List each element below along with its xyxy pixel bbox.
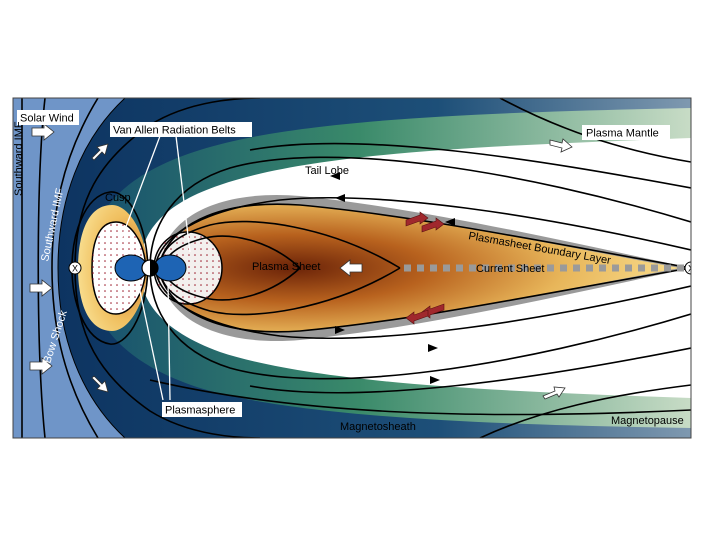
plasmasphere-label: Plasmasphere [165, 405, 235, 417]
arrow-plasma-sheet [339, 259, 363, 277]
cusp-label: Cusp [105, 192, 131, 204]
southward-imf-outer-label: Southward IMF [13, 121, 25, 196]
x-point-right: X [684, 261, 694, 275]
callout-lines [117, 135, 191, 401]
field-line-mantle-bottom [149, 379, 691, 416]
field-line-tail-3 [157, 203, 691, 269]
callout-plasmasphere-left [137, 281, 164, 401]
arrow-solar-wind-3 [29, 357, 53, 375]
magnetosheath-label: Magnetosheath [340, 421, 416, 433]
tail-lobe-label: Tail Lobe [305, 165, 349, 177]
arrow-sheath-bottom [91, 375, 109, 393]
x-point-left-label: X [72, 264, 78, 274]
arrow-solar-wind-2 [29, 279, 53, 297]
radiation-belt-nightside-dots [154, 232, 222, 304]
magnetopause-label: Magnetopause [611, 415, 684, 427]
diagram-frame [12, 97, 692, 439]
field-line-lobe-top [249, 142, 691, 189]
arrow-solar-wind-1 [31, 123, 55, 141]
solar-wind-label-box: Solar Wind [17, 110, 79, 125]
reconnection-arrows-top [405, 211, 445, 233]
field-line-lobe-bottom [249, 347, 691, 394]
van-allen-label-box: Van Allen Radiation Belts [110, 122, 252, 137]
callout-van-allen-left [117, 135, 161, 249]
flow-arrows [29, 123, 573, 400]
field-lines [21, 98, 691, 438]
imf-line-3 [51, 98, 99, 438]
field-line-outer-bottom [479, 384, 691, 438]
arrow-mantle-bottom [542, 386, 566, 400]
solar-wind-label: Solar Wind [20, 113, 74, 125]
arrow-sheath-top [91, 143, 109, 161]
field-arrowheads [330, 172, 455, 384]
x-point-left: X [68, 261, 82, 275]
current-sheet-label: Current Sheet [476, 263, 544, 275]
earth [114, 254, 187, 282]
field-line-dayside-3 [74, 267, 261, 438]
reconnection-arrows-bottom [405, 303, 445, 325]
arrow-mantle-top [549, 138, 573, 153]
callout-van-allen-right [175, 135, 191, 253]
x-point-right-label: X [688, 264, 694, 274]
plasma-mantle-label-box: Plasma Mantle [582, 125, 670, 140]
callout-plasmasphere-right [167, 281, 171, 401]
plasma-mantle-label: Plasma Mantle [586, 128, 659, 140]
earth-night-side [150, 260, 158, 276]
plasmasphere-label-box: Plasmasphere [162, 402, 242, 417]
earth-right-lobe [153, 254, 187, 282]
bow-shock-line [57, 98, 126, 438]
van-allen-label: Van Allen Radiation Belts [113, 125, 236, 137]
plasma-sheet-label: Plasma Sheet [252, 261, 320, 273]
